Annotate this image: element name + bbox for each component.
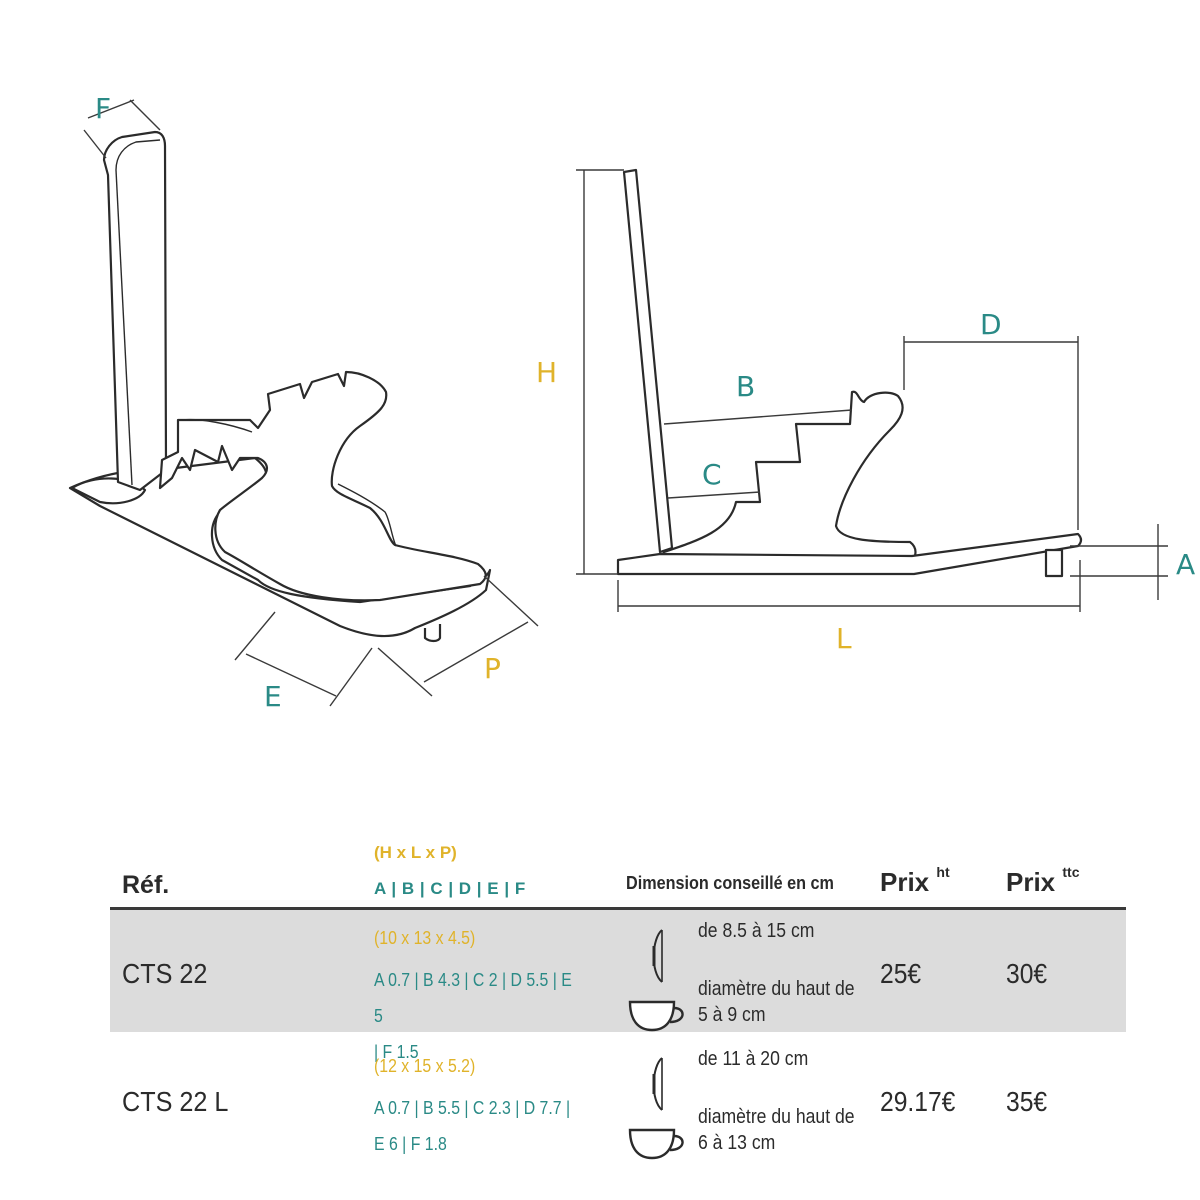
label-e: E xyxy=(264,680,282,713)
cup-icon xyxy=(628,1128,684,1160)
perspective-foot xyxy=(423,624,442,643)
side-backplate xyxy=(622,168,674,554)
header-ref: Réf. xyxy=(122,871,170,899)
table-header: Réf. (H x L x P) A | B | C | D | E | F D… xyxy=(110,835,1126,910)
row-values: A 0.7 | B 4.3 | C 2 | D 5.5 | E 5 | F 1.… xyxy=(374,970,572,1062)
row-ref: CTS 22 xyxy=(122,958,208,989)
perspective-view xyxy=(68,99,539,707)
perspective-backplate xyxy=(102,130,168,492)
saucer-icon xyxy=(652,929,663,983)
dim-saucer: de 8.5 à 15 cm xyxy=(698,920,815,942)
side-foot xyxy=(1044,548,1064,578)
side-view xyxy=(576,168,1168,612)
label-l: L xyxy=(836,622,852,655)
header-abcdef: A | B | C | D | E | F xyxy=(374,879,526,898)
product-diagram: F H B C D A L E P xyxy=(68,92,1195,713)
spec-table: Réf. (H x L x P) A | B | C | D | E | F D… xyxy=(110,835,1126,1160)
row-values: A 0.7 | B 5.5 | C 2.3 | D 7.7 | E 6 | F … xyxy=(374,1098,571,1154)
label-h: H xyxy=(536,356,557,389)
saucer-icon xyxy=(652,1057,663,1111)
header-prix-ttc: Prix ttc xyxy=(1006,864,1080,897)
row-ref: CTS 22 L xyxy=(122,1086,229,1117)
row-hlp: (12 x 15 x 5.2) xyxy=(374,1056,476,1076)
label-d: D xyxy=(980,308,1002,341)
table-row: CTS 22 (10 x 13 x 4.5) A 0.7 | B 4.3 | C… xyxy=(110,910,1126,1062)
label-f: F xyxy=(95,92,111,125)
row-hlp: (10 x 13 x 4.5) xyxy=(374,928,476,948)
prix-ht: 25€ xyxy=(880,958,922,989)
side-step-support xyxy=(658,390,917,564)
dim-cup: diamètre du haut de 6 à 13 cm xyxy=(698,1106,855,1154)
header-prix-ht: Prix ht xyxy=(880,864,950,897)
prix-ttc: 30€ xyxy=(1006,958,1048,989)
prix-ttc: 35€ xyxy=(1006,1086,1048,1117)
dim-cup: diamètre du haut de 5 à 9 cm xyxy=(698,978,855,1026)
dim-saucer: de 11 à 20 cm xyxy=(698,1048,809,1070)
label-c: C xyxy=(702,458,722,491)
table-row: CTS 22 L (12 x 15 x 5.2) A 0.7 | B 5.5 |… xyxy=(110,1038,1126,1160)
prix-ht: 29.17€ xyxy=(880,1086,956,1117)
header-hlp: (H x L x P) xyxy=(374,843,457,862)
label-p: P xyxy=(484,652,501,685)
header-dimension: Dimension conseillé en cm xyxy=(626,873,834,893)
cup-icon xyxy=(628,1000,684,1032)
label-b: B xyxy=(736,370,755,403)
label-a: A xyxy=(1176,548,1195,581)
side-base xyxy=(616,532,1083,576)
